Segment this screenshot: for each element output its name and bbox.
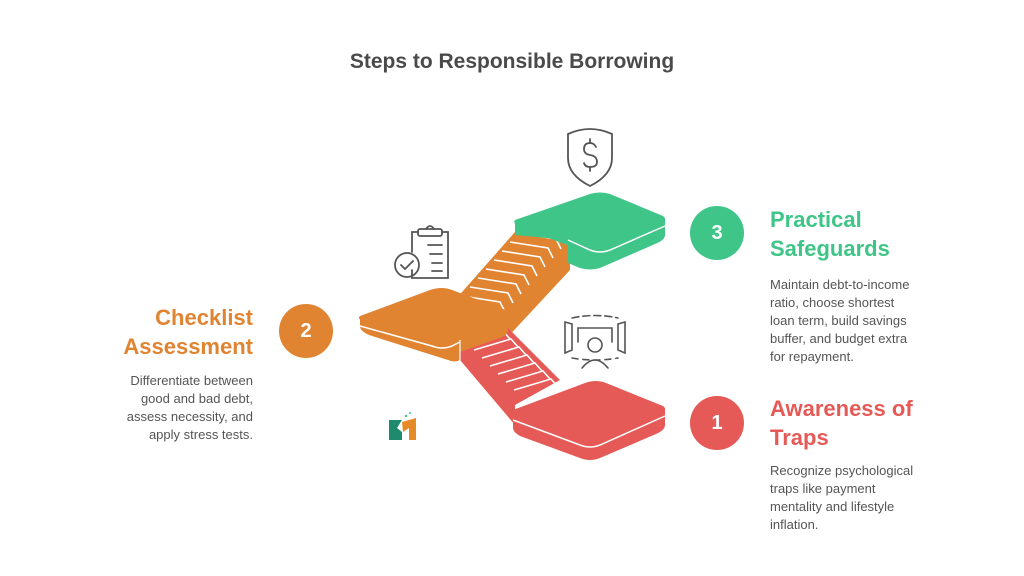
step2-title: Checklist Assessment [80,303,253,361]
step3-number-badge: 3 [690,206,744,260]
step3-title: Practical Safeguards [770,205,890,263]
step1-desc-line: traps like payment [770,481,876,496]
step3-title-line1: Practical [770,207,862,232]
step3-description: Maintain debt-to-income ratio, choose sh… [770,276,909,366]
step1-desc-line: Recognize psychological [770,463,914,478]
step3-title-line2: Safeguards [770,236,890,261]
step3-desc-line: ratio, choose shortest [770,295,895,310]
shield-dollar-icon [567,128,613,188]
step2-desc-line: good and bad debt, [140,391,253,406]
brand-logo [389,412,416,440]
platform-step1 [512,381,666,460]
step1-description: Recognize psychological traps like payme… [770,462,913,534]
step2-title-line2: Assessment [123,334,253,359]
step2-description: Differentiate between good and bad debt,… [80,372,253,444]
step2-desc-line: assess necessity, and [126,409,253,424]
step3-desc-line: buffer, and budget extra [770,331,908,346]
platform-step2 [358,288,509,362]
step2-title-line1: Checklist [155,305,253,330]
step1-desc-line: mentality and lifestyle [770,499,895,514]
step3-desc-line: for repayment. [770,349,854,364]
step1-number-badge: 1 [690,396,744,450]
step1-title-line2: Traps [770,425,829,450]
step2-number-badge: 2 [279,304,333,358]
clipboard-check-icon [394,225,449,279]
step3-desc-line: Maintain debt-to-income [770,277,910,292]
step1-desc-line: inflation. [770,517,819,532]
step1-title-line1: Awareness of [770,396,913,421]
step1-title: Awareness of Traps [770,394,913,452]
page-title: Steps to Responsible Borrowing [349,50,675,73]
step2-desc-line: Differentiate between [130,373,253,388]
person-in-vr-room-icon [564,314,626,369]
platform-step3 [514,192,666,270]
step3-desc-line: loan term, build savings [770,313,907,328]
step2-desc-line: apply stress tests. [148,427,253,442]
